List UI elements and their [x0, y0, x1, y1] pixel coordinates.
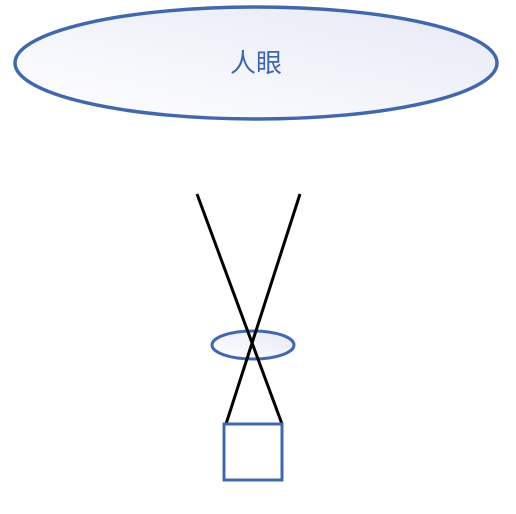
ray-right-to-left	[224, 193, 302, 425]
eye-node: 人眼	[13, 5, 499, 121]
object-square	[222, 422, 284, 482]
eye-label: 人眼	[230, 49, 282, 79]
ray-left-to-right	[195, 193, 284, 425]
eye-ellipse	[13, 5, 499, 121]
